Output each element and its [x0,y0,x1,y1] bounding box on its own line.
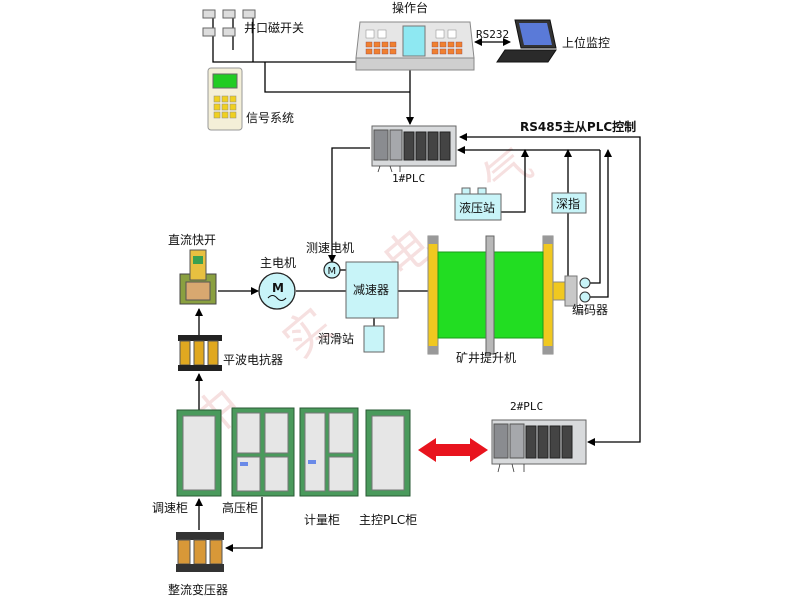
meter-cabinet-label: 计量柜 [304,513,340,527]
speed-cabinet-label: 调速柜 [152,501,188,515]
bidirectional-red-arrow [418,438,488,462]
console-label: 操作台 [392,0,428,15]
wellhead-switch-icon [202,9,256,37]
plc2-icon [491,419,587,473]
dc-switch-label: 直流快开 [168,233,216,247]
hv-cabinet-label: 高压柜 [222,500,258,515]
dc-switch-icon [179,249,217,305]
plc1-icon [371,125,457,173]
lubrication-station-label: 润滑站 [318,332,354,346]
hydraulic-station-box [454,187,502,221]
transformer-label: 整流变压器 [168,582,228,597]
rs232-label: RS232 [476,28,509,41]
depth-indicator-label: 深指 [556,196,580,211]
encoder-icon [579,277,591,303]
transformer-icon [176,532,224,572]
signal-system-label: 信号系统 [246,111,294,125]
reducer-box [345,261,399,319]
reducer-label: 减速器 [353,283,389,297]
rs485-label: RS485主从PLC控制 [520,119,636,134]
main-motor-symbol: M [272,281,284,295]
hoist-icon [427,235,578,355]
speed-motor-label: 测速电机 [306,241,354,255]
host-monitor-label: 上位监控 [562,35,610,50]
main-plc-cabinet [365,409,411,497]
main-plc-cabinet-label: 主控PLC柜 [359,513,417,527]
encoder-label: 编码器 [572,302,608,317]
hv-cabinet [231,407,295,497]
laptop-icon [496,19,557,63]
hydraulic-station-label: 液压站 [459,200,495,215]
meter-cabinet [299,407,359,497]
depth-indicator-box [551,192,587,214]
wellhead-switch-label: 井口磁开关 [244,20,304,35]
reactor-label: 平波电抗器 [223,352,283,367]
speed-cabinet [176,409,222,497]
speed-motor-symbol: M [328,266,337,277]
hoist-label: 矿井提升机 [456,350,516,365]
speed-motor-icon [323,261,341,279]
main-motor-icon [258,272,296,310]
console-icon [355,21,475,71]
main-motor-label: 主电机 [260,256,296,270]
lubrication-station-box [363,325,385,353]
signal-system-icon [207,67,243,131]
plc2-label: 2#PLC [510,400,543,413]
reactor-icon [178,335,222,371]
plc1-label: 1#PLC [392,172,425,185]
